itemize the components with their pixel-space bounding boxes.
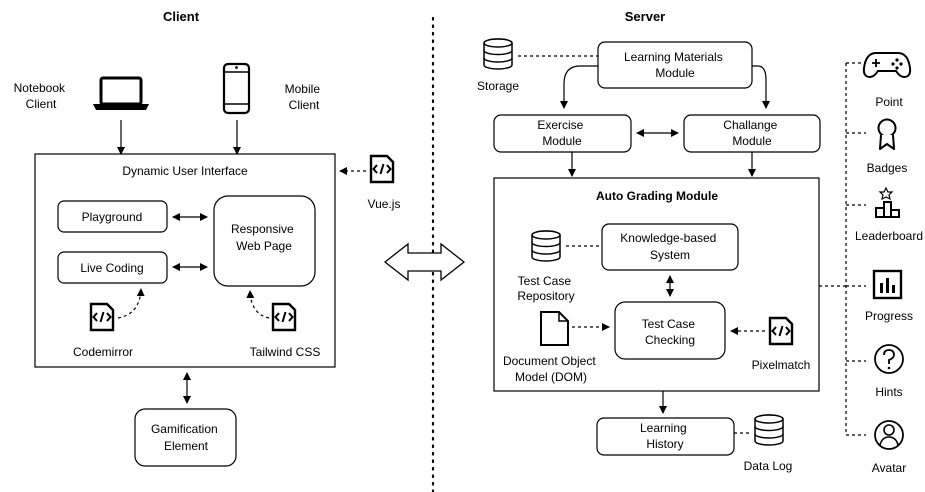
leaderboard-label: Leaderboard — [855, 229, 923, 243]
leaderboard-icon — [875, 186, 900, 218]
gamification-element-box — [134, 408, 237, 467]
exercise-module-box — [493, 114, 632, 153]
knowledge-system-label: Knowledge-based System — [620, 231, 719, 262]
progress-label: Progress — [865, 309, 913, 323]
dynamic-user-interface-title: Dynamic User Interface — [122, 164, 248, 178]
codemirror-label: Codemirror — [73, 345, 133, 359]
test-repository-label: Test Case Repository — [517, 274, 574, 303]
tailwind-code-icon — [271, 302, 297, 332]
lm-challenge-arrow — [752, 65, 770, 109]
knowledge-system-box — [601, 223, 739, 271]
data-log-database-icon — [754, 414, 784, 446]
document-icon — [540, 311, 569, 346]
badges-label: Badges — [867, 161, 908, 175]
avatar-icon — [874, 420, 904, 450]
smartphone-icon — [222, 62, 251, 115]
mobile-client-label: Mobile Client — [285, 82, 324, 112]
playground-box — [57, 200, 168, 233]
auto-grading-title: Auto Grading Module — [596, 189, 718, 203]
vuejs-code-icon — [369, 154, 395, 184]
vuejs-label: Vue.js — [368, 197, 401, 211]
tailwind-label: Tailwind CSS — [250, 345, 321, 359]
client-title: Client — [163, 9, 200, 24]
live-coding-label: Live Coding — [80, 261, 143, 275]
gamepad-icon — [862, 52, 912, 79]
live-coding-box — [57, 251, 168, 284]
learning-history-box — [596, 417, 735, 456]
codemirror-code-icon — [89, 302, 115, 332]
responsive-web-page-box — [213, 195, 316, 287]
learning-materials-box — [597, 41, 753, 89]
data-log-label: Data Log — [744, 459, 793, 473]
codemirror-dashed-arrow — [117, 288, 145, 319]
lm-exercise-arrow — [560, 65, 598, 109]
avatar-label: Avatar — [872, 461, 906, 475]
pixelmatch-label: Pixelmatch — [752, 358, 811, 372]
question-icon — [874, 344, 904, 374]
notebook-client-label: Notebook Client — [14, 81, 69, 111]
learning-history-label: Learning History — [640, 421, 690, 451]
badge-icon — [877, 118, 897, 150]
gamification-element-label: Gamification Element — [151, 422, 221, 453]
learning-materials-label: Learning Materials Module — [624, 50, 726, 80]
exercise-module-label: Exercise Module — [537, 118, 586, 148]
playground-label: Playground — [82, 210, 143, 224]
dom-label: Document Object Model (DOM) — [503, 354, 599, 384]
storage-label: Storage — [477, 79, 519, 93]
tailwind-dashed-arrow — [246, 290, 270, 319]
responsive-web-page-label: Responsive Web Page — [231, 222, 297, 253]
pixelmatch-code-icon — [768, 316, 794, 346]
test-repository-database-icon — [531, 230, 561, 262]
test-case-checking-box — [614, 301, 726, 360]
laptop-icon — [93, 76, 149, 110]
progress-chart-icon — [872, 269, 903, 300]
hints-label: Hints — [875, 385, 902, 399]
client-server-double-arrow — [383, 242, 466, 282]
point-label: Point — [875, 95, 903, 109]
test-case-checking-label: Test Case Checking — [642, 317, 699, 347]
challenge-module-label: Challange Module — [723, 118, 780, 148]
storage-database-icon — [483, 38, 513, 70]
server-title: Server — [625, 9, 665, 24]
